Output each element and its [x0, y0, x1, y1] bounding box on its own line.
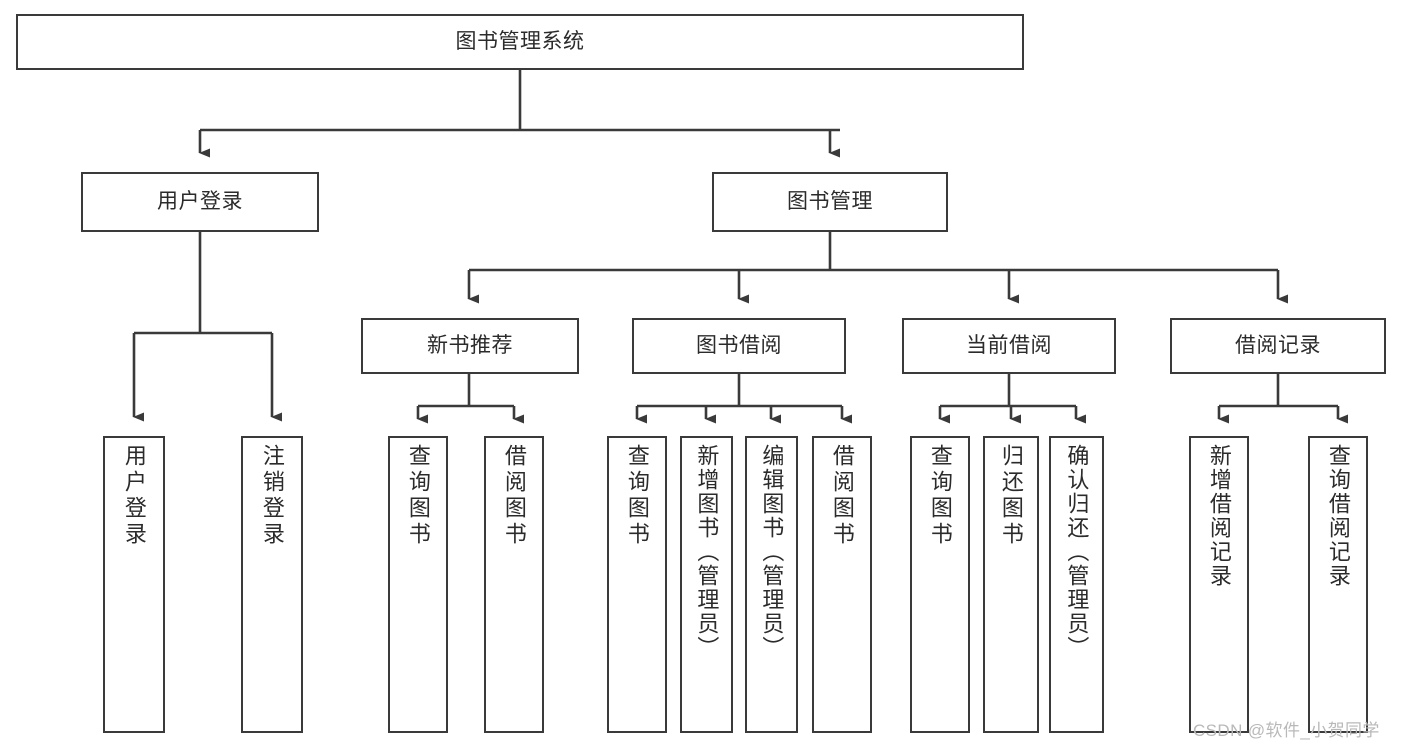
node-new-book-recommend[interactable]: 新书推荐 — [361, 318, 579, 374]
node-book-borrow-label: 图书借阅 — [696, 334, 782, 358]
leaf-borrow-query-book[interactable]: 查询图书 — [607, 436, 667, 733]
leaf-current-query-book[interactable]: 查询图书 — [910, 436, 970, 733]
leaf-records-add-record-label: 新增借阅记录 — [1206, 444, 1232, 588]
leaf-borrow-lend-book[interactable]: 借阅图书 — [812, 436, 872, 733]
leaf-records-add-record[interactable]: 新增借阅记录 — [1189, 436, 1249, 733]
leaf-current-return-book[interactable]: 归还图书 — [983, 436, 1039, 733]
leaf-borrow-edit-book-admin-label: 编辑图书（管理员） — [759, 444, 785, 660]
node-borrow-records[interactable]: 借阅记录 — [1170, 318, 1386, 374]
leaf-newbook-borrow-book-label: 借阅图书 — [501, 444, 527, 548]
leaf-current-confirm-return-admin[interactable]: 确认归还（管理员） — [1049, 436, 1104, 733]
leaf-user-login[interactable]: 用户登录 — [103, 436, 165, 733]
leaf-current-confirm-return-admin-label: 确认归还（管理员） — [1064, 444, 1090, 660]
node-root-label: 图书管理系统 — [455, 30, 585, 54]
leaf-user-logout[interactable]: 注销登录 — [241, 436, 303, 733]
leaf-records-query-record-label: 查询借阅记录 — [1325, 444, 1351, 588]
watermark: CSDN @软件_小贺同学 — [1193, 721, 1380, 740]
leaf-newbook-borrow-book[interactable]: 借阅图书 — [484, 436, 544, 733]
leaf-current-query-book-label: 查询图书 — [927, 444, 953, 548]
leaf-records-query-record[interactable]: 查询借阅记录 — [1308, 436, 1368, 733]
node-user-login-label: 用户登录 — [157, 190, 243, 214]
leaf-user-login-label: 用户登录 — [121, 444, 147, 548]
leaf-borrow-lend-book-label: 借阅图书 — [829, 444, 855, 548]
node-new-book-recommend-label: 新书推荐 — [427, 334, 513, 358]
node-user-login[interactable]: 用户登录 — [81, 172, 319, 232]
node-current-borrow-label: 当前借阅 — [966, 334, 1052, 358]
node-current-borrow[interactable]: 当前借阅 — [902, 318, 1116, 374]
leaf-borrow-add-book-admin[interactable]: 新增图书（管理员） — [680, 436, 733, 733]
node-book-management[interactable]: 图书管理 — [712, 172, 948, 232]
leaf-newbook-query-book-label: 查询图书 — [405, 444, 431, 548]
node-book-borrow[interactable]: 图书借阅 — [632, 318, 846, 374]
leaf-newbook-query-book[interactable]: 查询图书 — [388, 436, 448, 733]
node-root[interactable]: 图书管理系统 — [16, 14, 1024, 70]
leaf-current-return-book-label: 归还图书 — [998, 444, 1024, 548]
node-borrow-records-label: 借阅记录 — [1235, 334, 1321, 358]
leaf-borrow-add-book-admin-label: 新增图书（管理员） — [694, 444, 720, 660]
node-book-management-label: 图书管理 — [787, 190, 873, 214]
leaf-borrow-edit-book-admin[interactable]: 编辑图书（管理员） — [745, 436, 798, 733]
leaf-user-logout-label: 注销登录 — [259, 444, 285, 548]
leaf-borrow-query-book-label: 查询图书 — [624, 444, 650, 548]
